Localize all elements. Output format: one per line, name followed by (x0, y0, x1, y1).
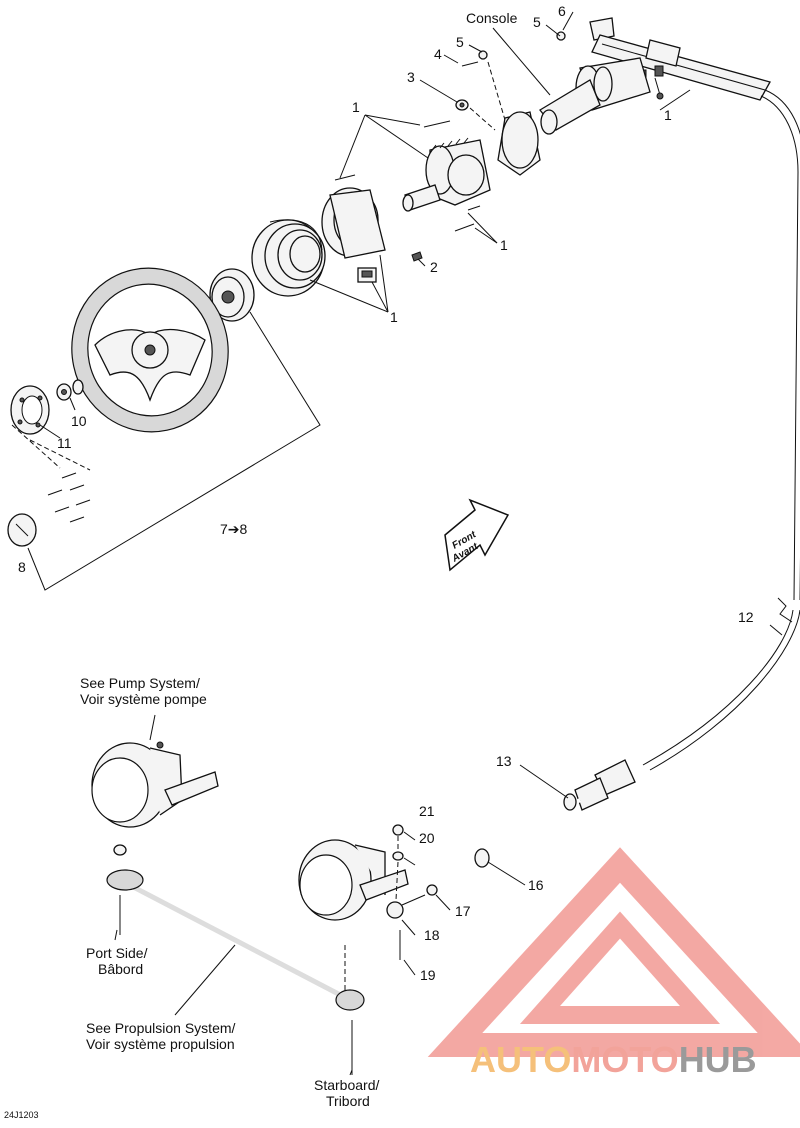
steering-cable (426, 597, 800, 896)
watermark-inner-triangle (519, 911, 721, 1024)
label-pump-fr: Voir système pompe (80, 691, 207, 707)
callout-12: 12 (738, 609, 754, 625)
nut-6 (556, 31, 566, 41)
diagram-ref-code: 24J1203 (4, 1110, 39, 1120)
label-starboard-en: Starboard/ (314, 1077, 379, 1093)
key-2 (411, 251, 423, 262)
label-pump-en: See Pump System/ (80, 675, 200, 691)
callout-5b: 5 (533, 14, 541, 30)
label-console: Console (466, 10, 518, 26)
leader-lines (39, 11, 783, 1076)
nut-21 (392, 824, 404, 836)
steering-column (539, 17, 800, 601)
callout-16: 16 (528, 877, 544, 893)
tie-rod (106, 869, 365, 1075)
watermark-hub: HUB (679, 1039, 757, 1080)
label-port-en: Port Side/ (86, 945, 148, 961)
callout-1d: 1 (390, 309, 398, 325)
label-starboard-fr: Tribord (326, 1093, 370, 1109)
callout-2: 2 (430, 259, 438, 275)
hub-adapter (321, 187, 386, 283)
kit-bracket (27, 311, 321, 591)
watermark-auto: AUTO (470, 1039, 571, 1080)
callout-1c: 1 (500, 237, 508, 253)
linkage-hardware (386, 824, 426, 960)
callout-1b: 1 (664, 107, 672, 123)
watermark-triangle (427, 847, 800, 1057)
steering-wheel (71, 267, 229, 433)
watermark-moto: MOTO (571, 1039, 678, 1080)
plate-11 (10, 385, 50, 435)
callout-4: 4 (434, 46, 442, 62)
callout-17: 17 (455, 903, 471, 919)
callout-3: 3 (407, 69, 415, 85)
watermark-text: AUTOMOTOHUB (470, 1039, 757, 1080)
nut-10 (56, 379, 84, 401)
washer-5a (478, 50, 488, 60)
label-prop-fr: Voir système propulsion (86, 1036, 235, 1052)
callout-19: 19 (420, 967, 436, 983)
front-arrow: Front Avant (444, 498, 510, 572)
callout-5a: 5 (456, 34, 464, 50)
callout-20: 20 (419, 830, 435, 846)
label-port-fr: Bâbord (98, 961, 143, 977)
console-hardware (455, 31, 566, 131)
ball-joint-18 (386, 901, 404, 919)
callout-8: 8 (18, 559, 26, 575)
label-prop-en: See Propulsion System/ (86, 1020, 236, 1036)
pump-nozzle-port (91, 741, 219, 935)
helm-unit (334, 111, 541, 262)
callout-10: 10 (71, 413, 87, 429)
screws-set (11, 424, 91, 523)
pump-nozzle-starboard (298, 839, 409, 990)
washer-20 (392, 851, 404, 861)
callout-1a: 1 (352, 99, 360, 115)
callout-6: 6 (558, 3, 566, 19)
callout-18: 18 (424, 927, 440, 943)
hub-cover (251, 219, 326, 297)
callout-11: 11 (57, 435, 72, 451)
watermark-logo (427, 847, 800, 1057)
labels: Console 6 5 5 4 3 1 1 1 2 1 10 11 7➔8 8 … (4, 3, 754, 1120)
callout-7-8: 7➔8 (220, 521, 248, 537)
callout-21: 21 (419, 803, 435, 819)
horn-hub (209, 268, 255, 322)
callout-13: 13 (496, 753, 512, 769)
